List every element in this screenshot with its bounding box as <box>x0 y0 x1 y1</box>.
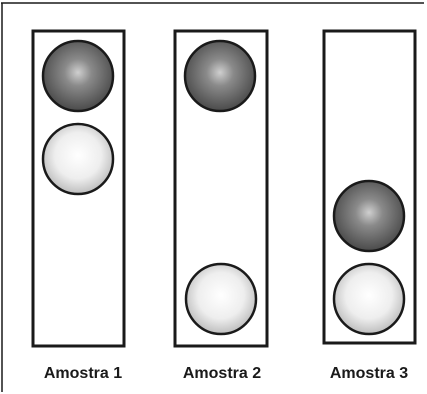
sample-1-dark-ball <box>41 39 115 113</box>
sample-3: Amostra 3 <box>322 29 417 382</box>
sample-1-label: Amostra 1 <box>44 365 122 382</box>
sample-1-tube <box>31 29 126 348</box>
sample-1-light-ball <box>41 122 115 196</box>
sample-3-tube <box>322 29 417 345</box>
sample-2-tube <box>173 29 269 348</box>
sample-2: Amostra 2 <box>173 29 269 382</box>
sample-2-dark-ball <box>183 39 257 113</box>
sample-2-light-ball <box>184 262 258 336</box>
sample-3-label: Amostra 3 <box>330 365 408 382</box>
sample-3-dark-ball <box>332 179 406 253</box>
sample-1: Amostra 1 <box>31 29 126 382</box>
sample-3-light-ball <box>332 262 406 336</box>
sample-2-label: Amostra 2 <box>183 365 261 382</box>
